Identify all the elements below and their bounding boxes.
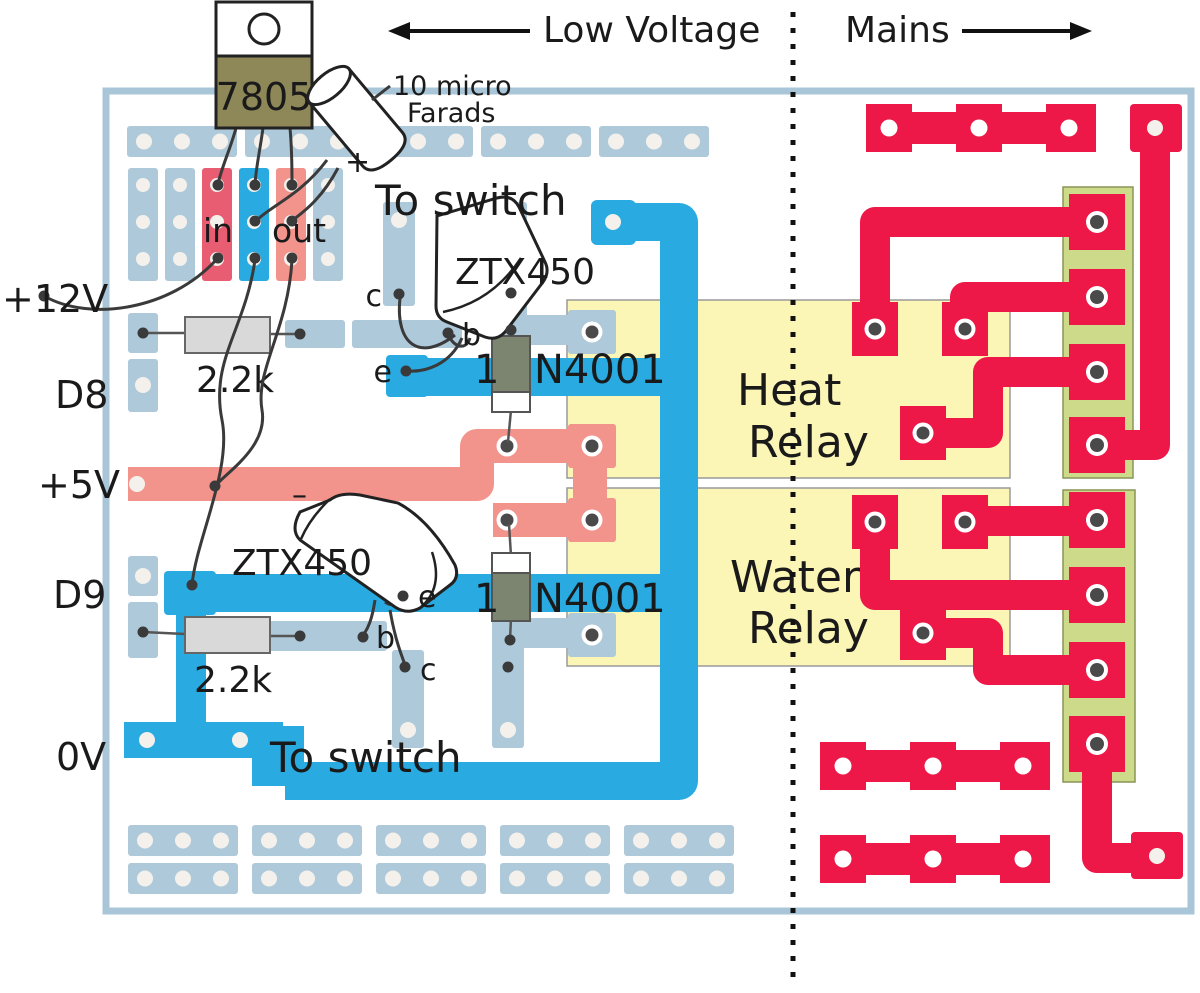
rail-d8-label: D8: [55, 373, 108, 417]
transistor-bottom: ZTX450: [232, 492, 459, 666]
mains-label: Mains: [845, 10, 950, 51]
pin-labels: c b e e b c: [366, 279, 482, 688]
mains-section: [820, 104, 1183, 883]
pin-b-top: b: [462, 318, 481, 353]
header: Low Voltage Mains: [388, 10, 1092, 51]
transistor-top: ZTX450: [397, 195, 595, 373]
heat-relay-label-line2: Relay: [748, 417, 869, 468]
pin-b-bottom: b: [376, 621, 395, 656]
relay-boxes: Heat Relay Water Relay: [566, 299, 1011, 667]
to-switch-bottom-label: To switch: [269, 733, 462, 782]
reg-in-label: in: [203, 211, 233, 250]
pin-e-bottom: e: [418, 580, 436, 615]
to-switch-top-label: To switch: [374, 176, 567, 225]
transistor-top-label: ZTX450: [455, 252, 595, 293]
resistor-bottom-value: 2.2k: [194, 660, 272, 701]
diode-bottom-label-1: 1: [474, 576, 499, 622]
rail-5v-label: +5V: [38, 463, 120, 507]
rail-labels: +12V D8 +5V D9 0V in out: [2, 211, 326, 779]
reg-out-label: out: [272, 211, 326, 250]
arrow-left-icon: [388, 22, 410, 40]
low-voltage-label: Low Voltage: [543, 10, 760, 51]
diode-top: 1 N4001: [474, 326, 666, 443]
water-relay-label-line2: Relay: [748, 603, 869, 654]
resistor-top: 2.2k: [143, 316, 300, 401]
rail-12v-label: +12V: [2, 277, 108, 321]
transistor-bottom-label: ZTX450: [232, 543, 372, 584]
diode-top-label-1: 1: [474, 347, 499, 393]
arrow-right-icon: [1070, 22, 1092, 40]
capacitor: 10 micro Farads + –: [254, 64, 512, 513]
pin-e-top: e: [374, 355, 392, 390]
pin-c-bottom: c: [420, 653, 437, 688]
capacitor-minus-sign: –: [292, 478, 307, 513]
capacitor-value-line2: Farads: [407, 98, 495, 129]
capacitor-plus-sign: +: [345, 145, 370, 180]
pin-c-top: c: [366, 279, 383, 314]
diode-bottom: 1 N4001: [474, 523, 666, 641]
diode-top-label-2: N4001: [534, 347, 666, 393]
rail-d9-label: D9: [53, 573, 106, 617]
heat-relay-label-line1: Heat: [737, 365, 841, 416]
capacitor-value-line1: 10 micro: [393, 71, 512, 102]
resistor-bottom: 2.2k: [142, 616, 300, 701]
regulator-label: 7805: [216, 75, 313, 119]
regulator-7805: 7805: [214, 0, 314, 185]
diode-bottom-label-2: N4001: [534, 576, 666, 622]
jumper-wires: [43, 258, 294, 586]
rail-0v-label: 0V: [56, 735, 106, 779]
